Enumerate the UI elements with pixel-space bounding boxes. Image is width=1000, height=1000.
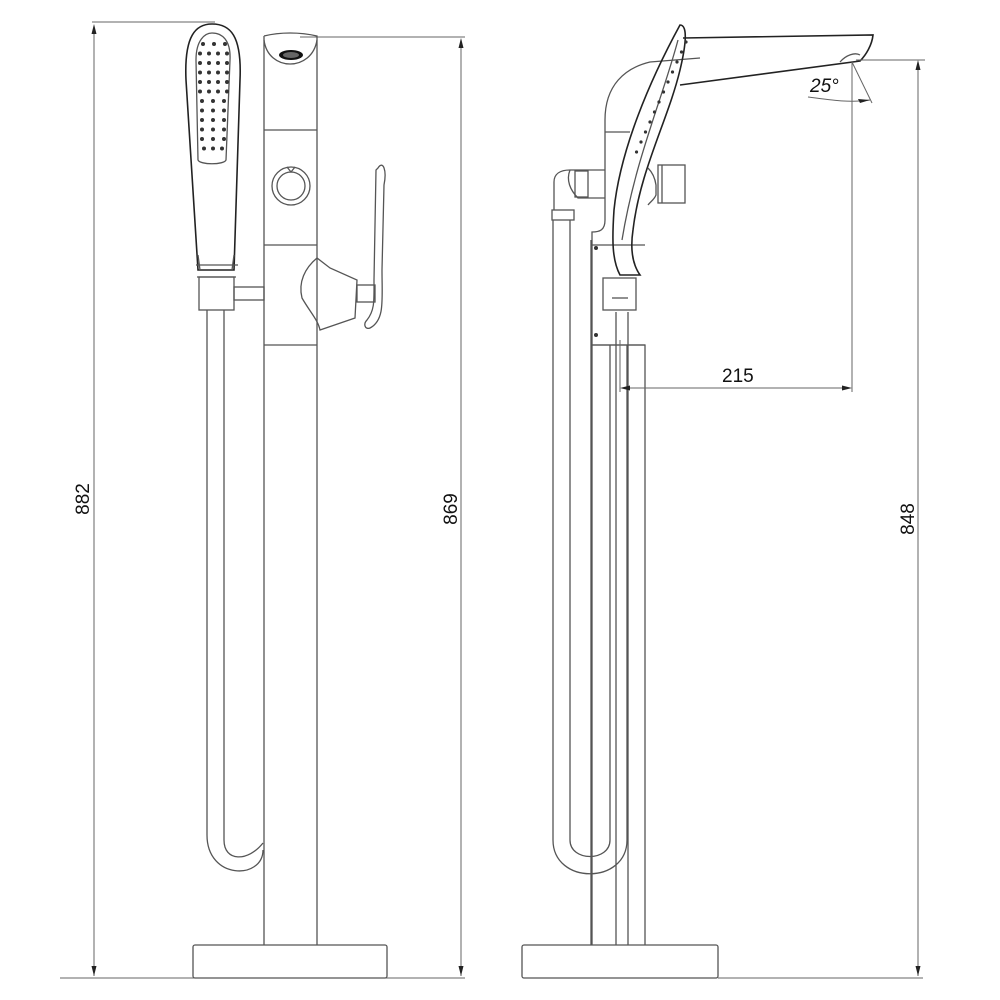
hand-shower (185, 23, 241, 271)
dimension-label-848: 848 (897, 503, 919, 535)
hose-outer (206, 310, 264, 872)
hose-inner (223, 310, 264, 858)
mixer-body (263, 32, 318, 945)
base-plate (192, 944, 388, 979)
angle-label-25: 25° (810, 76, 839, 97)
base-plate-side (521, 944, 719, 979)
front-view (60, 21, 465, 979)
mixer-lever (300, 164, 386, 331)
shower-nozzles-side (634, 40, 688, 154)
dimension-angle-25 (807, 61, 873, 104)
side-view (521, 24, 925, 979)
dimension-label-869: 869 (440, 493, 462, 525)
dimension-label-882: 882 (72, 483, 94, 515)
shower-nozzles (198, 42, 229, 151)
dimension-label-215: 215 (722, 366, 754, 387)
spout (679, 34, 874, 86)
shower-holder (198, 276, 235, 311)
dimension-882 (91, 21, 215, 976)
dimension-869 (300, 36, 465, 976)
hand-shower-side (612, 24, 687, 276)
dimension-848 (856, 59, 925, 976)
dimension-215 (619, 62, 853, 392)
